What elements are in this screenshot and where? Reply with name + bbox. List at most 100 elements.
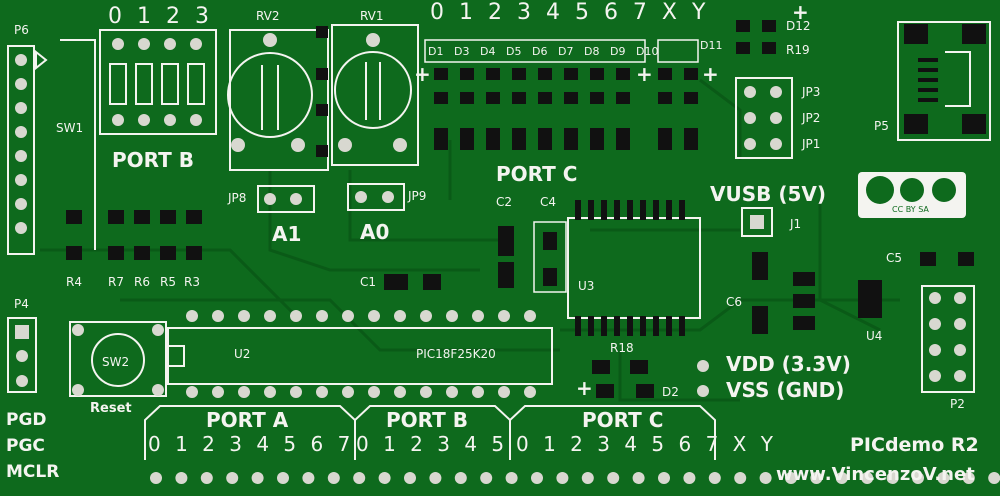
c1-label: C1 <box>360 275 377 289</box>
c6-label: C6 <box>726 295 743 309</box>
bottom-header-pad <box>962 472 975 484</box>
p6-pads <box>15 54 27 234</box>
sw1-label: SW1 <box>56 121 84 135</box>
jp1-label: JP1 <box>802 137 821 151</box>
pgc-label: PGC <box>6 436 45 456</box>
bottom-header-pad <box>556 472 569 484</box>
bottom-header-pad <box>759 472 772 484</box>
plus-sign: + <box>414 62 431 86</box>
u2-pin-pad <box>186 310 198 322</box>
jp9-label: JP9 <box>408 189 427 203</box>
u2-pin-pad <box>238 310 250 322</box>
bottom-header-pad <box>480 472 493 484</box>
u2-pin-pad <box>264 386 276 398</box>
u2-pin-pad <box>368 386 380 398</box>
d2-label: D2 <box>662 385 679 399</box>
a0-label: A0 <box>360 220 390 244</box>
u2-pin-pad <box>342 310 354 322</box>
bottom-header-pad <box>251 472 264 484</box>
u2-pin-pad <box>472 386 484 398</box>
bottom-header-pad <box>632 472 645 484</box>
u2-label: U2 <box>234 347 251 361</box>
bottom-port-c-label: PORT C <box>582 408 664 432</box>
u2-outline <box>167 327 553 385</box>
r19-label: R19 <box>786 43 810 57</box>
c2-label: C2 <box>496 195 513 209</box>
c4-label: C4 <box>540 195 557 209</box>
u3-outline <box>567 217 701 319</box>
u2-pin-pad <box>472 310 484 322</box>
u2-pin-pad <box>498 310 510 322</box>
bottom-header-pad <box>175 472 188 484</box>
plus-sign: + <box>792 0 809 24</box>
u2-pin-pad <box>368 310 380 322</box>
bottom-header-pad <box>785 472 797 484</box>
top-port-b-digits: 0 1 2 3 <box>108 4 213 29</box>
rv2-label: RV2 <box>256 9 280 23</box>
bottom-port-b-digits: 0 1 2 3 4 5 <box>356 432 509 456</box>
u3-label: U3 <box>578 279 595 293</box>
led-d3: D3 <box>454 45 470 58</box>
u2-pin-pad <box>446 386 458 398</box>
bottom-header-pad <box>861 472 874 484</box>
led-d8: D8 <box>584 45 600 58</box>
led-d10: D10 <box>636 45 659 58</box>
u4-label: U4 <box>866 329 883 343</box>
u2-pin-pad <box>498 386 510 398</box>
led-d7: D7 <box>558 45 574 58</box>
j1-label: J1 <box>790 217 802 231</box>
p6-label: P6 <box>14 23 29 37</box>
bottom-port-a-label: PORT A <box>206 408 289 432</box>
bottom-header-pad <box>912 472 924 484</box>
u2-pin-pad <box>212 386 224 398</box>
bottom-header-pad <box>150 472 162 484</box>
u2-pin-pad <box>420 310 432 322</box>
bottom-header-pad <box>658 472 670 484</box>
u2-pin-pad <box>524 310 536 322</box>
port-c-label: PORT C <box>496 162 578 186</box>
p2-label: P2 <box>950 397 965 411</box>
r6-label: R6 <box>134 275 150 289</box>
bottom-header-pad <box>835 472 848 484</box>
u2-pin-pad <box>316 310 328 322</box>
bottom-port-c-digits: 0 1 2 3 4 5 6 7 X Y <box>516 432 777 456</box>
u2-pin-pad <box>446 310 458 322</box>
p5-label: P5 <box>874 119 889 133</box>
bottom-header-pad <box>607 472 620 484</box>
bottom-header-pad <box>200 472 213 484</box>
led-d6: D6 <box>532 45 548 58</box>
r4-label: R4 <box>66 275 82 289</box>
port-b-label: PORT B <box>112 148 195 172</box>
mcu-label: PIC18F25K20 <box>416 347 496 361</box>
led-d5: D5 <box>506 45 522 58</box>
r7-label: R7 <box>108 275 124 289</box>
bottom-header-pad <box>378 472 391 484</box>
bottom-header-pad <box>683 472 696 484</box>
d12-label: D12 <box>786 19 811 33</box>
a1-label: A1 <box>272 222 302 246</box>
jp3-label: JP3 <box>802 85 821 99</box>
u2-pin-pad <box>290 386 302 398</box>
bottom-header-pad <box>531 472 543 484</box>
r5-label: R5 <box>160 275 176 289</box>
bottom-header-pad <box>810 472 823 484</box>
r18-label: R18 <box>610 341 634 355</box>
u2-pin-pad <box>264 310 276 322</box>
led-pads <box>434 68 698 150</box>
vusb-label: VUSB (5V) <box>710 182 827 206</box>
bottom-port-b-label: PORT B <box>386 408 469 432</box>
bottom-header-pad <box>937 472 950 484</box>
bottom-header-pad <box>226 472 239 484</box>
bottom-header-pad <box>302 472 315 484</box>
led-d11: D11 <box>700 39 723 52</box>
reset-label: Reset <box>90 401 132 416</box>
u2-pin-pad <box>212 310 224 322</box>
r3-label: R3 <box>184 275 200 289</box>
u2-pin-pad <box>186 386 198 398</box>
bottom-header-pad <box>429 472 442 484</box>
p4-label: P4 <box>14 297 29 311</box>
jp8-label: JP8 <box>228 191 247 205</box>
u2-pin-pad <box>524 386 536 398</box>
bottom-header-pad <box>277 472 289 484</box>
